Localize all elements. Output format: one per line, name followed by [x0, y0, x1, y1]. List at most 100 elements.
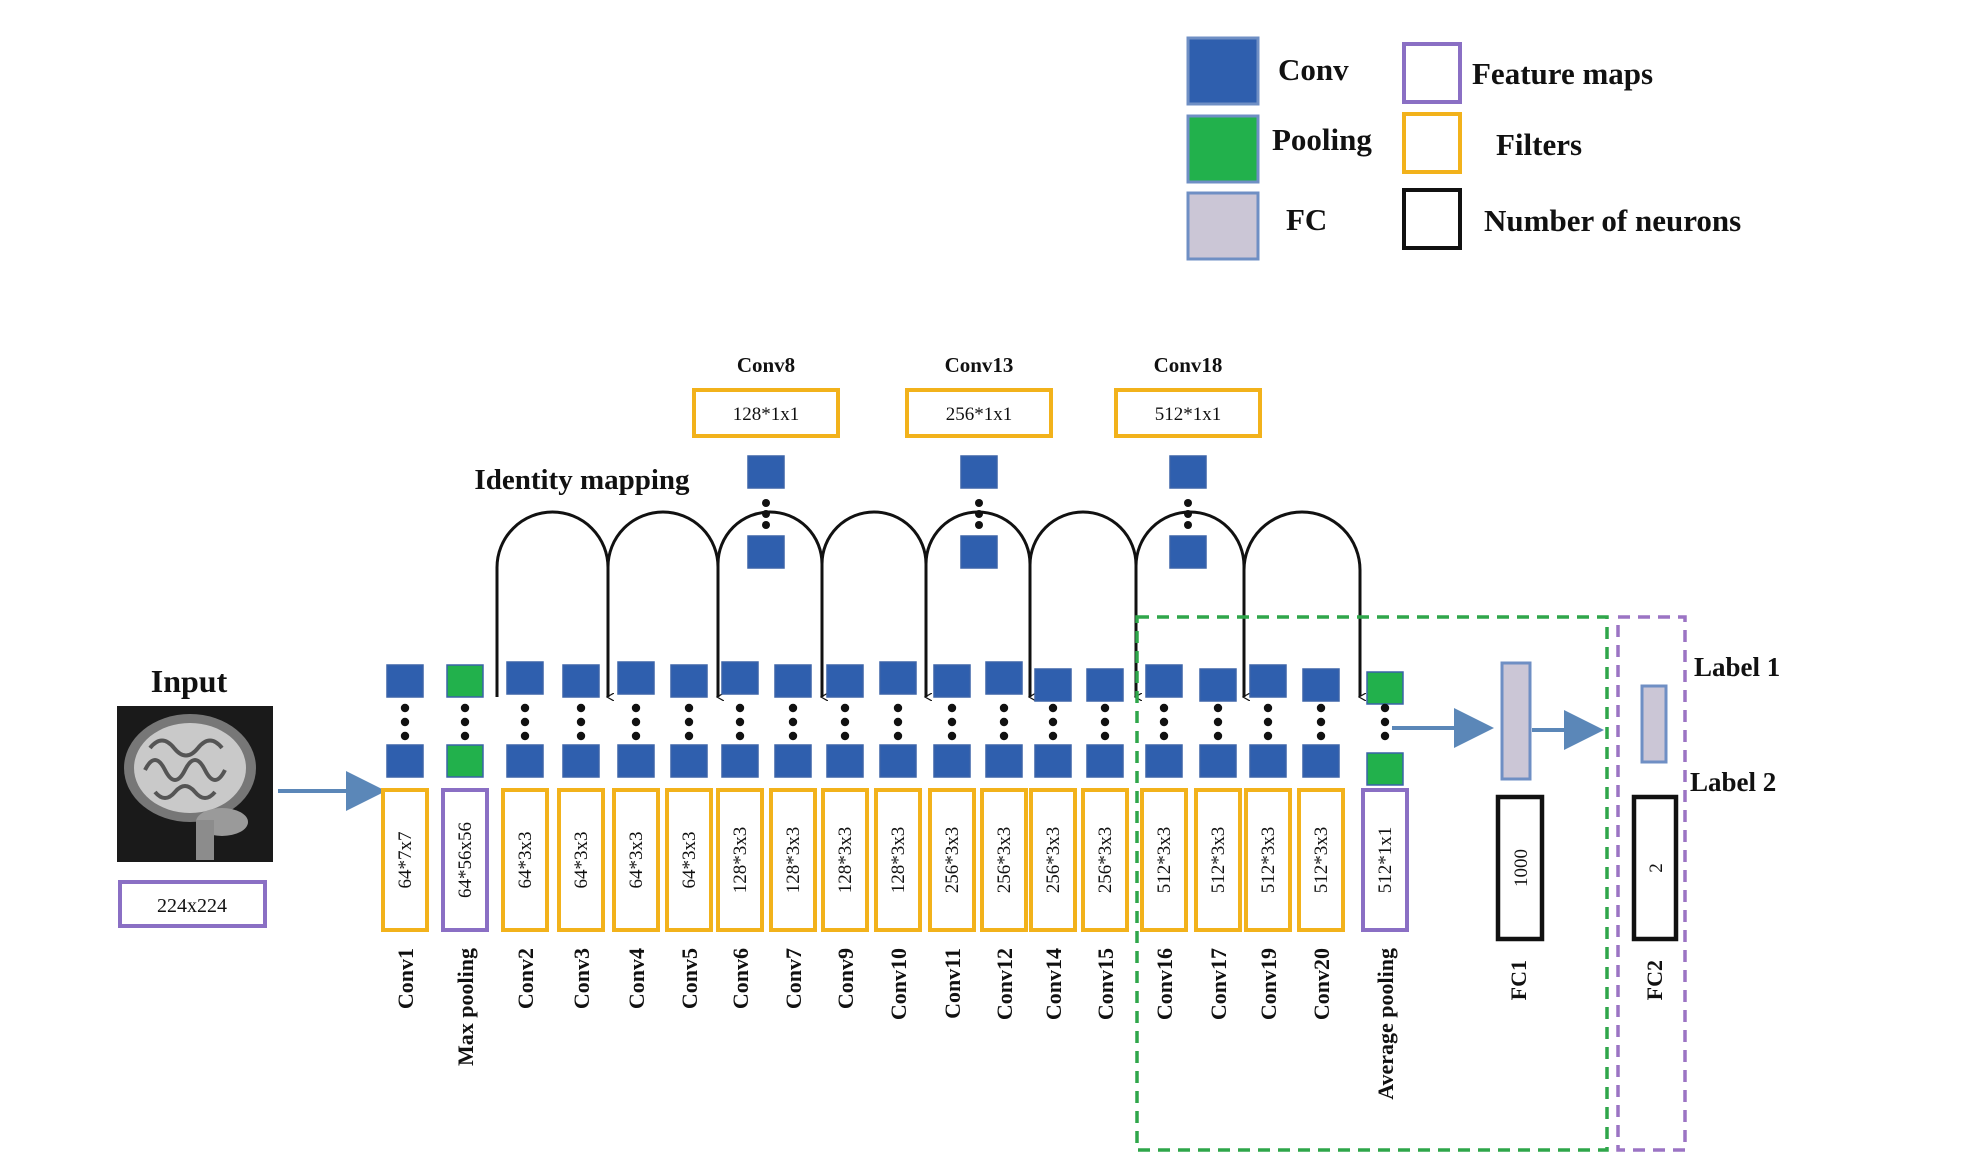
conv2-spec-label: 64*3x3 — [515, 832, 536, 889]
conv11-bottom-block — [933, 744, 971, 778]
conv11-name-label: Conv11 — [940, 948, 965, 1019]
input-size-label: 224x224 — [157, 895, 227, 917]
ellipsis-dot — [762, 510, 770, 518]
conv13-top-block — [960, 455, 998, 489]
ellipsis-dot — [684, 703, 694, 713]
conv15-spec-label: 256*3x3 — [1095, 827, 1116, 894]
ellipsis-dot — [893, 703, 903, 713]
fc2-label: FC2 — [1642, 960, 1667, 1000]
conv10-spec-box — [874, 788, 922, 932]
ellipsis-dot — [1316, 703, 1326, 713]
conv18-top-block — [1169, 455, 1207, 489]
ellipsis-dot — [947, 717, 957, 727]
conv2-top-block — [506, 661, 544, 695]
conv9-name-label: Conv9 — [833, 948, 858, 1009]
conv13-filter-box — [905, 388, 1053, 438]
max-pooling-bottom-block — [446, 744, 484, 778]
conv6-spec-label: 128*3x3 — [730, 827, 751, 894]
ellipsis-dot — [1380, 731, 1390, 741]
ellipsis-dot — [762, 499, 770, 507]
conv3-name-label: Conv3 — [569, 948, 594, 1009]
ellipsis-dot — [840, 703, 850, 713]
conv5-name-label: Conv5 — [677, 948, 702, 1009]
projection-conv8: Conv8 128*1x1 — [692, 353, 840, 569]
conv5-spec-box — [665, 788, 713, 932]
conv6-name-label: Conv6 — [728, 948, 753, 1009]
identity-arc-3 — [716, 510, 822, 697]
label-1: Label 1 — [1694, 652, 1780, 682]
ellipsis-dot — [1184, 510, 1192, 518]
label-2: Label 2 — [1690, 767, 1776, 797]
conv7-spec-box — [769, 788, 817, 932]
fc1-block — [1500, 661, 1532, 781]
conv19-name-label: Conv19 — [1256, 948, 1281, 1020]
conv16-bottom-block — [1145, 744, 1183, 778]
legend-neurons-label: Number of neurons — [1484, 203, 1741, 238]
fc-section: 1000 FC1 2 FC2 Label 1 Label 2 — [1392, 652, 1780, 1000]
fc2-neurons-box — [1631, 794, 1679, 942]
conv8-filter-label: 128*1x1 — [733, 404, 800, 425]
conv3-top-block — [562, 664, 600, 698]
ellipsis-dot — [735, 717, 745, 727]
ellipsis-dot — [1048, 703, 1058, 713]
ellipsis-dot — [1213, 731, 1223, 741]
ellipsis-dot — [999, 703, 1009, 713]
conv20-bottom-block — [1302, 744, 1340, 778]
brain-mri-image — [117, 706, 273, 862]
ellipsis-dot — [631, 731, 641, 741]
conv15-spec-box — [1081, 788, 1129, 932]
ellipsis-dot — [576, 703, 586, 713]
max-pooling-name-label: Max pooling — [453, 948, 478, 1066]
conv3-spec-label: 64*3x3 — [571, 832, 592, 889]
ellipsis-dot — [893, 717, 903, 727]
ellipsis-dot — [1316, 731, 1326, 741]
conv5-spec-label: 64*3x3 — [679, 832, 700, 889]
ellipsis-dot — [1213, 703, 1223, 713]
legend-filters-swatch — [1402, 112, 1462, 174]
ellipsis-dot — [1100, 703, 1110, 713]
ellipsis-dot — [576, 717, 586, 727]
conv16-top-block — [1145, 664, 1183, 698]
conv17-bottom-block — [1199, 744, 1237, 778]
conv8-title: Conv8 — [737, 353, 795, 377]
ellipsis-dot — [947, 703, 957, 713]
conv17-spec-label: 512*3x3 — [1208, 827, 1229, 894]
legend-neurons-swatch — [1402, 188, 1462, 250]
conv6-spec-box — [716, 788, 764, 932]
conv6-bottom-block — [721, 744, 759, 778]
conv14-name-label: Conv14 — [1041, 948, 1066, 1020]
conv13-filter-label: 256*1x1 — [946, 404, 1013, 425]
average-pooling-spec-box — [1361, 788, 1409, 932]
conv9-top-block — [826, 664, 864, 698]
conv17-spec-box — [1194, 788, 1242, 932]
average-pooling-spec-label: 512*1x1 — [1375, 827, 1396, 894]
fc2-block — [1640, 684, 1668, 764]
identity-mapping-label: Identity mapping — [474, 464, 690, 496]
conv20-spec-label: 512*3x3 — [1311, 827, 1332, 894]
ellipsis-dot — [1380, 717, 1390, 727]
ellipsis-dot — [460, 731, 470, 741]
conv10-spec-label: 128*3x3 — [888, 827, 909, 894]
ellipsis-dot — [460, 703, 470, 713]
ellipsis-dot — [400, 731, 410, 741]
conv20-spec-box — [1297, 788, 1345, 932]
conv15-bottom-block — [1086, 744, 1124, 778]
ellipsis-dot — [1100, 717, 1110, 727]
conv9-spec-label: 128*3x3 — [835, 827, 856, 894]
ellipsis-dot — [1263, 717, 1273, 727]
conv18-filter-box — [1114, 388, 1262, 438]
conv9-spec-box — [821, 788, 869, 932]
fc2-neurons-label: 2 — [1646, 863, 1667, 873]
ellipsis-dot — [1263, 703, 1273, 713]
legend: Conv Pooling FC Feature maps Filters Num… — [1186, 36, 1741, 261]
